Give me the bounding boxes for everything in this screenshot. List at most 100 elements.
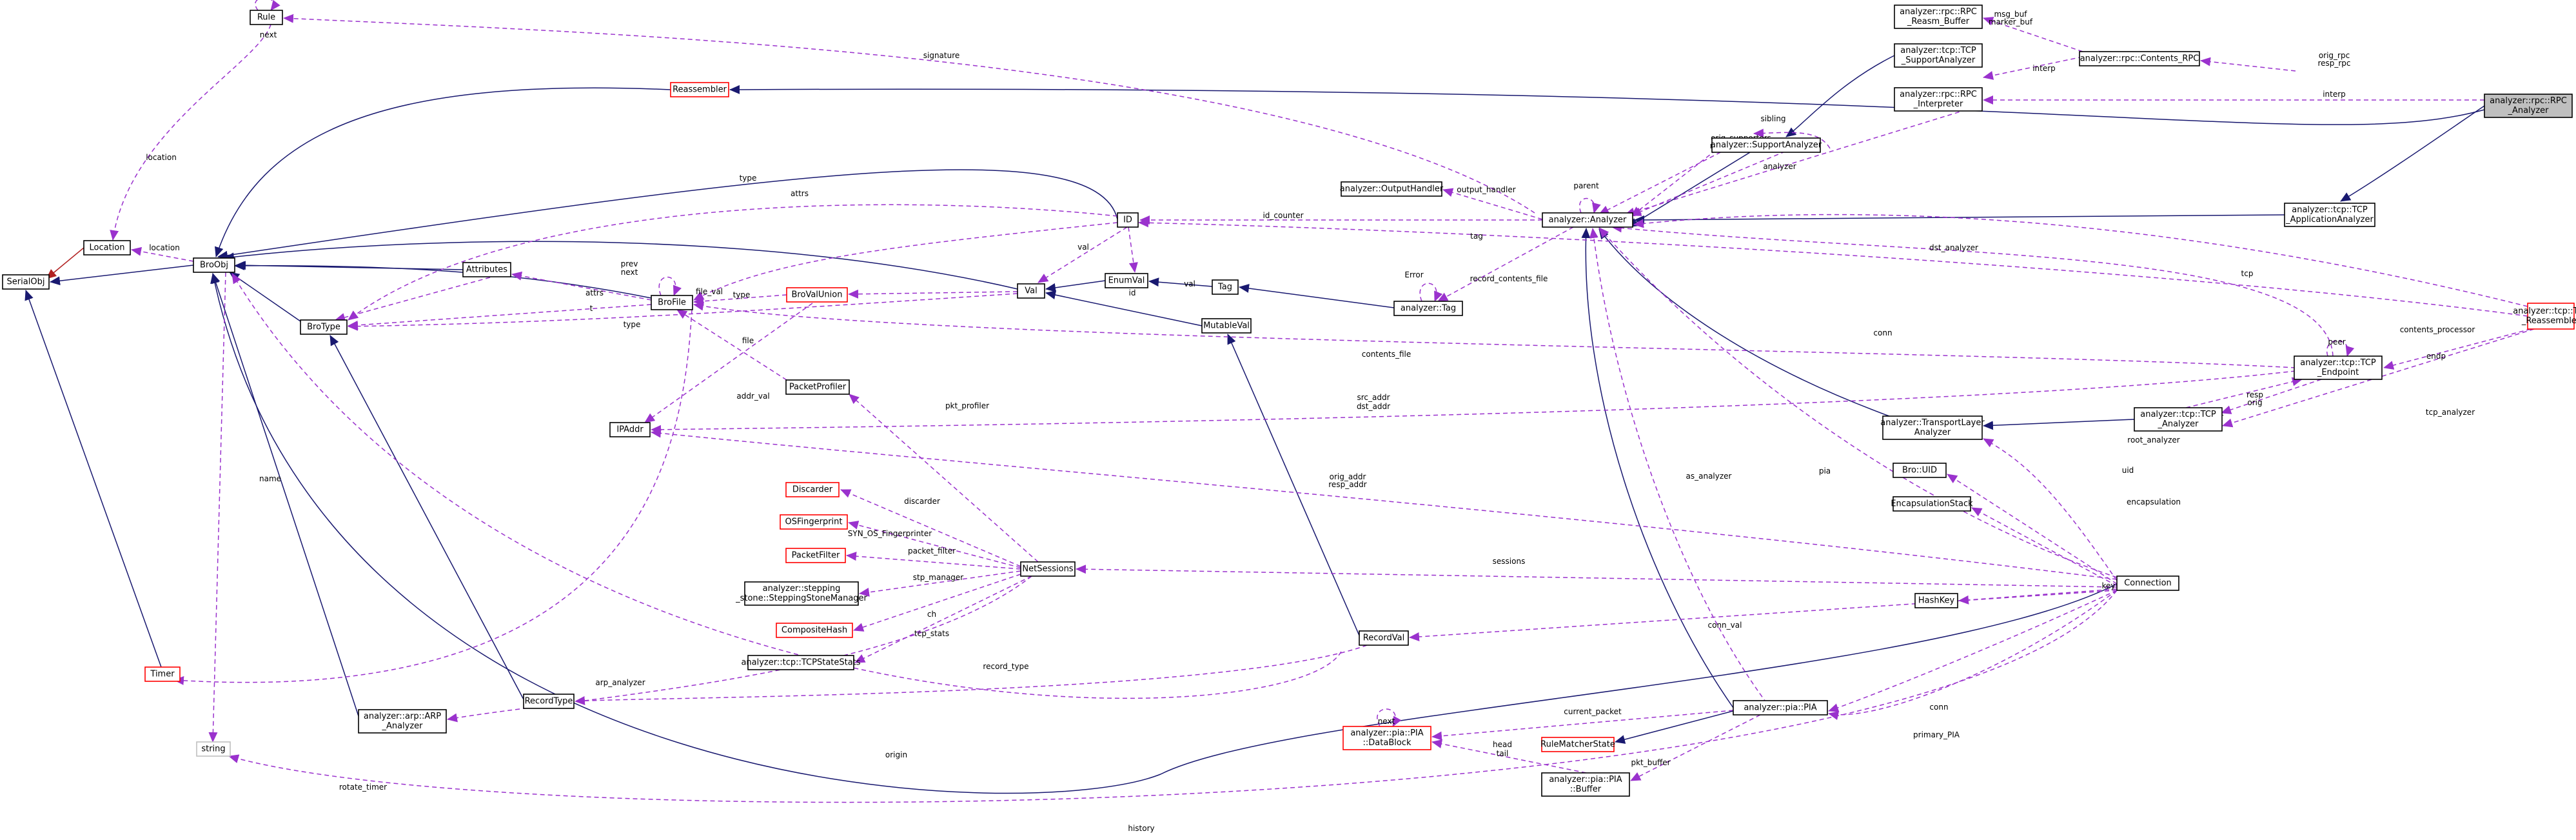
class-node-netsessions[interactable]: NetSessions (1020, 561, 1076, 577)
class-node-label: Rule (257, 13, 275, 23)
class-node-arp[interactable]: analyzer::arp::ARP_Analyzer (358, 709, 447, 734)
class-node-packetprofiler[interactable]: PacketProfiler (785, 379, 850, 395)
class-node-pia-datablock[interactable]: analyzer::pia::PIA::DataBlock (1342, 726, 1431, 750)
class-node-ipaddr[interactable]: IPAddr (609, 422, 651, 437)
class-node-label: MutableVal (1203, 321, 1250, 331)
class-node-label: Bro::UID (1902, 466, 1937, 475)
class-node-pia[interactable]: analyzer::pia::PIA (1733, 700, 1828, 715)
inheritance-edge (234, 261, 652, 299)
edge-label-layer: nextmsg_bufmarker_buforig_rpcresp_rpcint… (146, 10, 2475, 833)
usage-edge (1442, 188, 1543, 220)
class-node-tcpstatestats[interactable]: analyzer::tcp::TCPStateStats (741, 655, 861, 670)
class-node-contents-rpc[interactable]: analyzer::rpc::Contents_RPC (2079, 51, 2200, 66)
class-node-label: analyzer::OutputHandler (1340, 185, 1444, 194)
usage-edge (1431, 709, 1742, 741)
class-node-label: SerialObj (7, 277, 45, 287)
class-node-id[interactable]: ID (1117, 212, 1139, 228)
edge-label: SYN_OS_Fingerprinter (848, 529, 932, 538)
class-node-rpc-interp[interactable]: analyzer::rpc::RPC_Interpreter (1894, 87, 1983, 112)
edge-label: dst_analyzer (1929, 243, 1978, 252)
class-node-label: BroFile (658, 298, 686, 308)
class-node-tcp-app[interactable]: analyzer::tcp::TCP_ApplicationAnalyzer (2284, 203, 2375, 227)
class-node-recordval[interactable]: RecordVal (1359, 630, 1409, 646)
class-node-discarder[interactable]: Discarder (785, 482, 840, 497)
class-node-support-an[interactable]: analyzer::SupportAnalyzer (1711, 137, 1822, 153)
class-node-label: analyzer::tcp::TCP (2292, 205, 2368, 215)
usage-edge (110, 24, 271, 241)
class-node-broobj[interactable]: BroObj (193, 257, 235, 273)
class-node-string[interactable]: string (196, 741, 231, 757)
class-node-tcp-endpoint[interactable]: analyzer::tcp::TCP_Endpoint (2294, 355, 2383, 380)
inheritance-edge (1983, 419, 2135, 430)
class-node-rpc-reasm[interactable]: analyzer::rpc::RPC_Reasm_Buffer (1894, 5, 1983, 29)
class-node-brofile[interactable]: BroFile (651, 295, 693, 310)
inheritance-edge (1627, 137, 1774, 228)
class-node-tcp-reasm[interactable]: analyzer::tcp::TCP_Reassembler (2513, 303, 2576, 330)
inheritance-edge (329, 335, 524, 700)
class-node-recordtype[interactable]: RecordType (523, 694, 575, 709)
inheritance-edge (211, 273, 359, 717)
usage-edge (849, 394, 1039, 563)
class-node-an-tag[interactable]: analyzer::Tag (1393, 301, 1463, 316)
edge-label: packet_filter (908, 546, 956, 555)
usage-edge (255, 0, 280, 11)
class-node-location[interactable]: Location (83, 240, 131, 255)
edge-label: as_analyzer (1686, 472, 1732, 481)
edge-label: dst_addr (1357, 402, 1390, 411)
class-node-mutableval[interactable]: MutableVal (1201, 318, 1252, 334)
class-node-stepping[interactable]: analyzer::stepping_stone::SteppingStoneM… (735, 581, 868, 606)
class-node-pia-buffer[interactable]: analyzer::pia::PIA::Buffer (1541, 772, 1630, 797)
class-node-label: ::DataBlock (1363, 738, 1411, 748)
usage-edge (231, 273, 1342, 699)
edge-label: head (1493, 740, 1512, 749)
class-node-rpc-analyzer[interactable]: analyzer::rpc::RPC_Analyzer (2484, 94, 2573, 118)
class-node-tag[interactable]: Tag (1212, 279, 1239, 295)
usage-edge (1437, 226, 1574, 302)
edge-label: next (621, 268, 638, 277)
edge-label: uid (2122, 466, 2134, 475)
class-node-val[interactable]: Val (1017, 283, 1045, 299)
class-node-bro-uid[interactable]: Bro::UID (1893, 463, 1947, 478)
class-node-label: analyzer::tcp::TCP (2140, 410, 2216, 419)
usage-edge (651, 370, 2296, 434)
class-node-connection[interactable]: Connection (2116, 575, 2179, 591)
usage-edge (228, 590, 2118, 803)
class-node-tcp-support[interactable]: analyzer::tcp::TCP_SupportAnalyzer (1894, 43, 1983, 68)
class-node-encap[interactable]: EncapsulationStack (1891, 496, 1973, 512)
edge-label: Error (1404, 270, 1423, 279)
class-node-timer[interactable]: Timer (144, 666, 181, 682)
edge-label: id_counter (1263, 211, 1303, 220)
class-node-label: BroType (307, 323, 340, 332)
class-node-output-handler[interactable]: analyzer::OutputHandler (1340, 181, 1444, 197)
class-node-attributes[interactable]: Attributes (462, 262, 511, 277)
edge-layer (25, 0, 2535, 803)
edge-label: msg_buf (1994, 10, 2027, 19)
class-node-label: analyzer::pia::PIA (1549, 775, 1622, 785)
edge-label: resp_addr (1328, 480, 1367, 489)
edge-label: orig_addr (1330, 472, 1366, 481)
class-node-label: analyzer::rpc::Contents_RPC (2080, 54, 2199, 64)
class-node-label: Reassembler (673, 85, 727, 95)
class-node-serialobj[interactable]: SerialObj (2, 274, 50, 290)
class-node-analyzer[interactable]: analyzer::Analyzer (1542, 212, 1633, 228)
inheritance-edge (210, 273, 2118, 794)
class-node-brovalunion[interactable]: BroValUnion (786, 287, 848, 303)
class-node-brotype[interactable]: BroType (300, 319, 348, 335)
usage-edge (131, 246, 194, 262)
class-node-packetfilter[interactable]: PacketFilter (785, 548, 846, 563)
class-node-label: PacketProfiler (789, 383, 847, 392)
class-node-reassembler[interactable]: Reassembler (670, 82, 729, 97)
class-node-enumval[interactable]: EnumVal (1105, 273, 1148, 288)
class-node-compositehash[interactable]: CompositeHash (776, 623, 853, 638)
usage-edge (693, 301, 2296, 368)
edge-label: interp (2032, 64, 2056, 73)
class-node-tcp-analyzer[interactable]: analyzer::tcp::TCP_Analyzer (2134, 407, 2223, 432)
class-node-osfp[interactable]: OSFingerprint (780, 514, 848, 530)
class-node-rule[interactable]: Rule (250, 10, 283, 25)
class-node-label: analyzer::Analyzer (1549, 215, 1627, 225)
class-node-label: BroValUnion (792, 290, 843, 300)
class-node-hashkey[interactable]: HashKey (1914, 593, 1958, 608)
usage-edge (348, 204, 1118, 321)
class-node-rulematcher[interactable]: RuleMatcherState (1540, 737, 1615, 752)
